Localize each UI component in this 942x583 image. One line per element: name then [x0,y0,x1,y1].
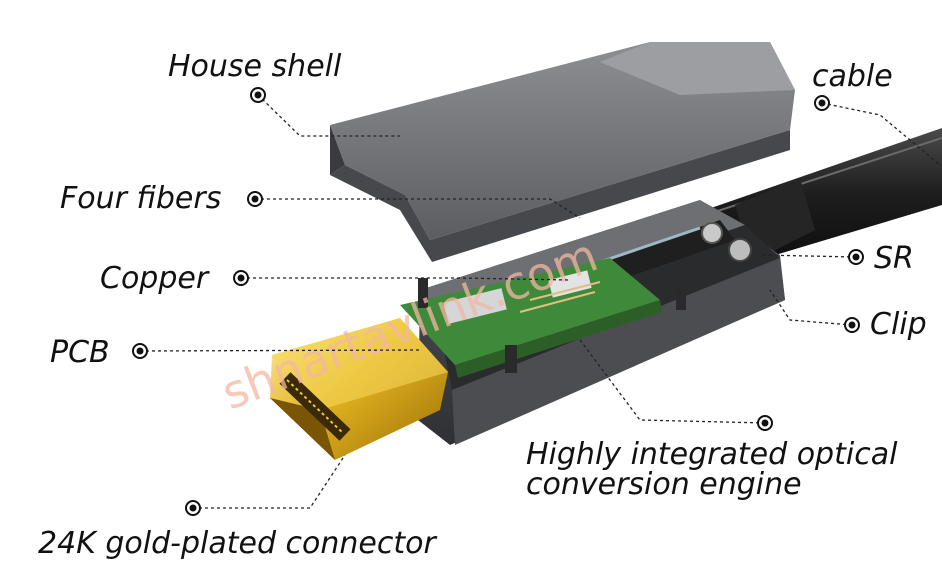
label-cable: cable [812,59,893,94]
label-sr: SR [874,241,914,276]
gold-connector [270,318,448,460]
label-engine-line2: conversion engine [526,467,802,502]
optical-engine [590,220,752,285]
label-pcb: PCB [50,335,110,370]
label-markers [132,87,864,516]
label-four-fibers: Four fibers [60,181,221,216]
label-connector: 24K gold-plated connector [38,526,437,561]
leader-lines [139,94,941,509]
housing-posts [418,278,686,373]
label-copper: Copper [100,261,210,296]
label-engine-line1: Highly integrated optical [526,437,898,472]
label-house-shell: House shell [168,49,342,84]
label-clip: Clip [870,307,927,342]
house-shell-part [330,42,795,262]
